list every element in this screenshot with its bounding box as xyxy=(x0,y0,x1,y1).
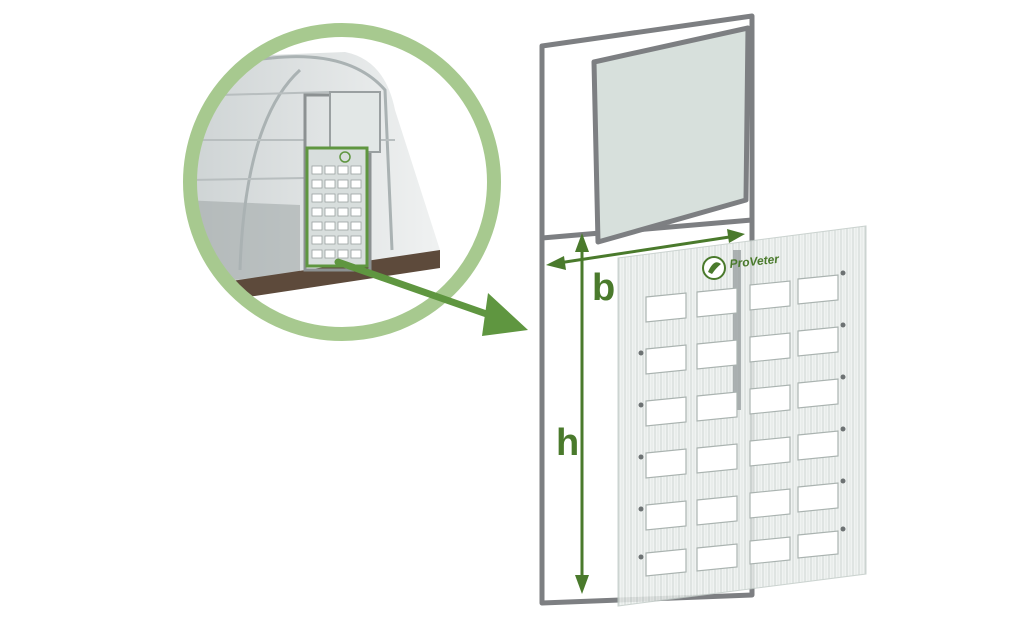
transom-window xyxy=(591,25,751,245)
proveter-logo-icon xyxy=(702,256,726,280)
vent-insert-panel: ProVeter xyxy=(617,225,867,607)
brand-logo-text: ProVeter xyxy=(729,252,781,271)
greenhouse-icon xyxy=(183,23,501,341)
height-dimension xyxy=(575,233,589,594)
height-label: h xyxy=(556,422,579,464)
width-label: b xyxy=(592,267,615,309)
arrow-right-icon xyxy=(334,258,528,336)
